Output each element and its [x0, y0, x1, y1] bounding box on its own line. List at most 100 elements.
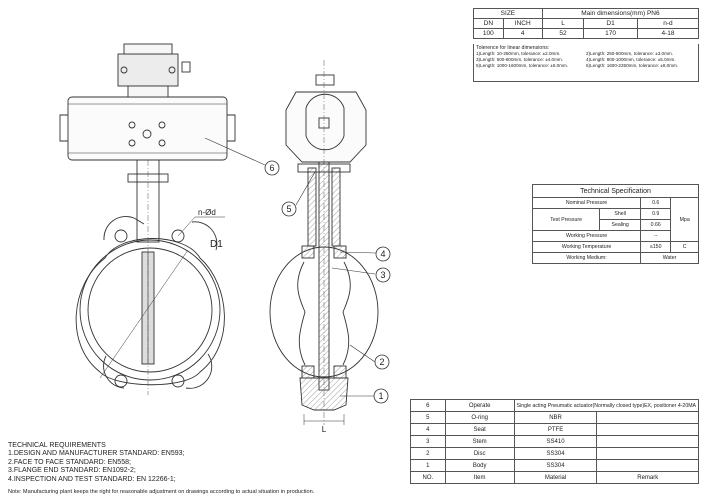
- balloon-group: 6 5 4 3 2 1: [264, 160, 391, 404]
- shell-label: Shell: [599, 208, 642, 220]
- d1-dim-label: D1: [210, 239, 223, 250]
- table-row: 5 O-ring NBR: [410, 411, 699, 424]
- val-l: 52: [541, 28, 585, 39]
- balloon-5: [281, 201, 297, 217]
- body-ring-outer: [79, 239, 221, 381]
- bolt-hole: [114, 374, 128, 388]
- val-nd: 4-18: [636, 28, 700, 39]
- val-inch: 4: [502, 28, 543, 39]
- bom-no: 6: [410, 399, 446, 412]
- bom-no: 5: [410, 411, 446, 424]
- bom-item: Operate: [444, 399, 515, 412]
- actuator-bolt: [128, 139, 136, 147]
- col-l: L: [541, 18, 585, 29]
- working-medium-value: Water: [640, 252, 699, 264]
- bom-remark: [596, 423, 699, 436]
- working-temperature-label: Working Temperature: [531, 241, 642, 253]
- pneumatic-actuator: [67, 96, 228, 161]
- pressure-unit: Mpa: [670, 197, 699, 242]
- balloon-3-label: 3: [380, 270, 385, 280]
- body-ring-inner: [87, 247, 213, 373]
- main-dimensions-header: Main dimensions(mm) PN6: [541, 8, 700, 19]
- bom-item: Body: [444, 459, 515, 472]
- balloon-2-label: 2: [379, 357, 384, 367]
- bom-no: 2: [410, 447, 446, 460]
- balloon-3: [375, 267, 391, 283]
- bom-header-no: NO.: [410, 471, 446, 484]
- balloon-4: [375, 246, 391, 262]
- tolerance-item: 1)Length: 10-250mm, tolerance: ±2.0mm.: [476, 51, 561, 56]
- working-medium-label: Working Medium:: [531, 252, 642, 264]
- requirement-item: 2.FACE TO FACE STANDARD: EN558;: [8, 458, 131, 466]
- technical-requirements: TECHNICAL REQUIREMENTS 1.DESIGN AND MANU…: [8, 442, 184, 484]
- bom-no: 4: [410, 423, 446, 436]
- requirement-item: 3.FLANGE END STANDARD: EN1092-2;: [8, 467, 136, 475]
- neck-top-flange: [127, 173, 169, 183]
- balloon-6: [264, 160, 280, 176]
- balloon-1-label: 1: [378, 391, 383, 401]
- bom-material: PTFE: [513, 423, 598, 436]
- bom-item: O-ring: [444, 411, 515, 424]
- requirements-title: TECHNICAL REQUIREMENTS: [8, 442, 106, 449]
- bom-remark: [596, 411, 699, 424]
- val-dn: 100: [473, 28, 504, 39]
- spec-title: Technical Specification: [532, 184, 699, 198]
- col-d1: D1: [583, 18, 638, 29]
- balloon-5-label: 5: [286, 204, 291, 214]
- working-temperature-value: ≤150: [640, 241, 672, 253]
- val-d1: 170: [583, 28, 638, 39]
- technical-specification-table: Technical Specification Nominal Pressure…: [531, 184, 699, 264]
- balloon-2: [374, 354, 390, 370]
- top-left-lug: [103, 216, 145, 241]
- front-view: [59, 43, 266, 395]
- bom-remark: [596, 435, 699, 448]
- side-section-view: [269, 60, 379, 425]
- actuator-bolt: [128, 121, 136, 129]
- col-dn: DN: [473, 18, 504, 29]
- requirement-item: 4.INSPECTION AND TEST STANDARD: EN 12266…: [8, 475, 176, 483]
- bom-material: SS304: [513, 447, 598, 460]
- bom-remark: [596, 459, 699, 472]
- bom-material: Single acting Pneumatic actuator(Normall…: [513, 399, 700, 412]
- size-header: SIZE: [473, 8, 543, 19]
- requirement-item: 1.DESIGN AND MANUFACTURER STANDARD: EN59…: [8, 450, 185, 458]
- table-row: 6 Operate Single acting Pneumatic actuat…: [410, 399, 700, 412]
- bom-material: SS304: [513, 459, 598, 472]
- bom-header-material: Material: [513, 471, 598, 484]
- tolerance-item: 2)Length: 250-500mm, tolerance: ±3.0mm.: [586, 51, 674, 56]
- bom-header-item: Item: [444, 471, 515, 484]
- tolerance-box: Tolerence for linear dimensions: 1)Lengt…: [473, 44, 699, 82]
- table-row: 3 Stem SS410: [410, 435, 699, 448]
- actuator-center: [142, 129, 152, 139]
- actuator-bolt: [158, 139, 166, 147]
- actuator-bolt: [158, 121, 166, 129]
- balloon-1: [373, 388, 389, 404]
- balloon-4-label: 4: [380, 249, 385, 259]
- tolerance-item: 3)Length: 500-800mm, tolerance: ±4.0mm.: [476, 57, 564, 62]
- bottom-right-lug: [185, 353, 213, 389]
- bolt-dim-label: n-Ød: [198, 208, 216, 217]
- footer-note: Note: Manufacturing plant keeps the righ…: [8, 489, 315, 495]
- nominal-pressure-value: 0.6: [640, 197, 672, 209]
- balloon-6-label: 6: [269, 163, 274, 173]
- test-pressure-label: Test Pressure: [531, 208, 601, 231]
- tolerance-title: Tolerence for linear dimensions:: [476, 45, 550, 51]
- seat-bottom-right: [333, 365, 347, 379]
- temperature-unit: C: [670, 241, 699, 253]
- tolerance-item: 6)Length: 1600-2250mm, tolerance: ±8.0mm…: [586, 63, 679, 68]
- disc: [269, 246, 379, 378]
- working-pressure-value: --: [640, 230, 672, 242]
- seat-top-left: [301, 245, 315, 259]
- bom-no: 1: [410, 459, 446, 472]
- working-pressure-label: Working Pressure: [531, 230, 642, 242]
- main-dimensions-table: SIZE Main dimensions(mm) PN6 DN INCH L D…: [473, 8, 700, 39]
- sealing-value: 0.66: [640, 219, 672, 231]
- nominal-pressure-label: Nominal Pressure: [531, 197, 642, 209]
- actuator-side: [285, 91, 367, 163]
- bom-material: SS410: [513, 435, 598, 448]
- bolt-hole: [114, 229, 128, 243]
- tolerance-item: 5)Length: 1000-1600mm, tolerance: ±6.0mm…: [476, 63, 569, 68]
- seat-bottom-left: [301, 365, 315, 379]
- col-inch: INCH: [502, 18, 543, 29]
